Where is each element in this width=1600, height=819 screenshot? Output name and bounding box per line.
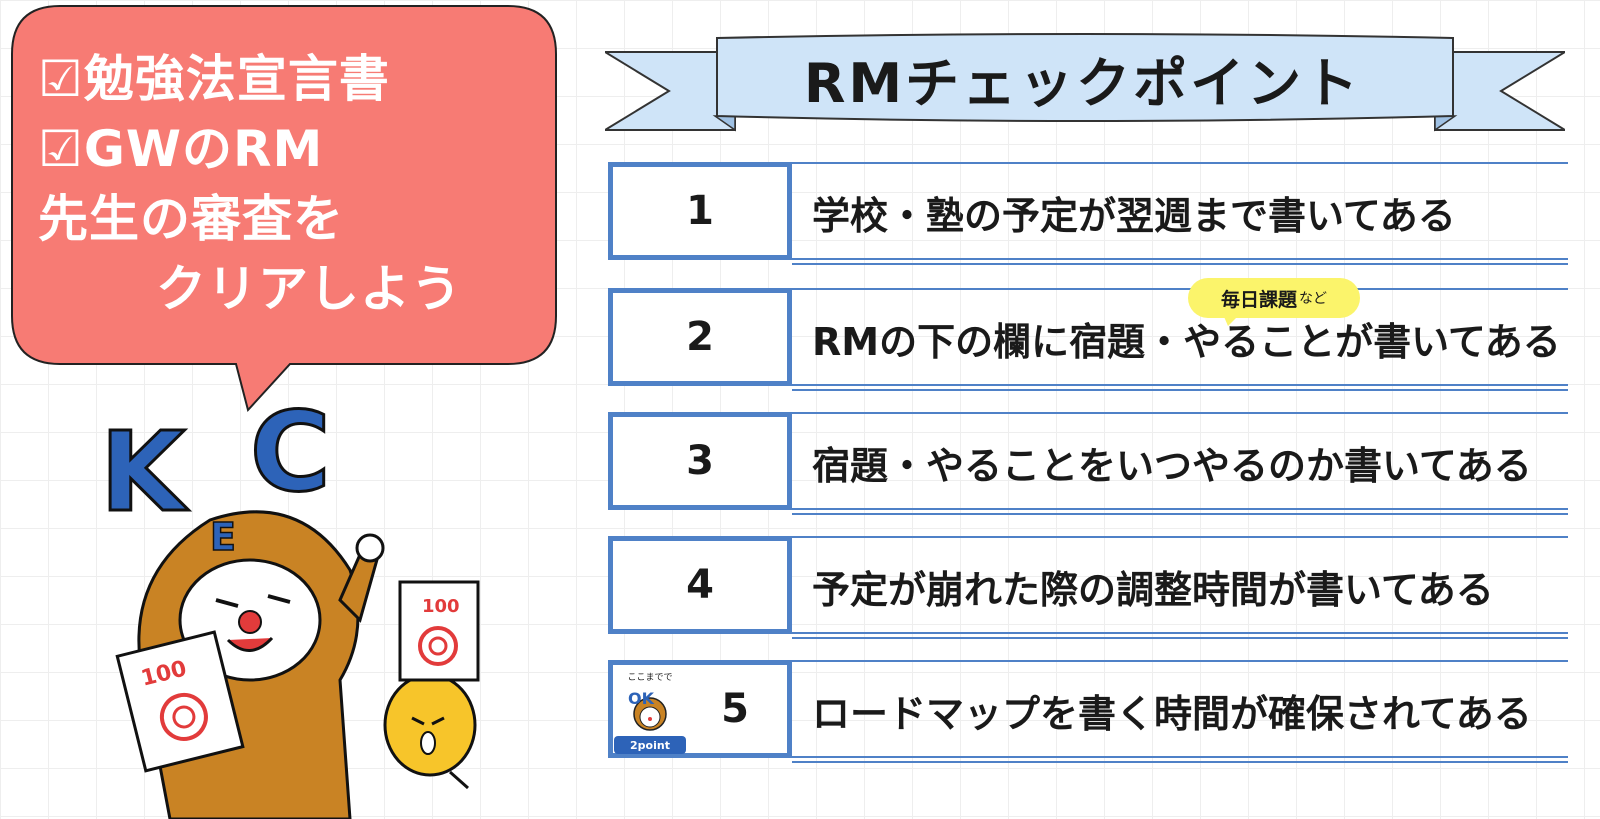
ok-badge-ok: OK <box>628 689 655 708</box>
row-number: 4 <box>608 536 792 634</box>
ok-badge-icon: 2point OK <box>614 689 686 754</box>
note-tag: 毎日課題など <box>1188 278 1360 318</box>
speech-bubble-shape <box>11 5 557 413</box>
row-text: 予定が崩れた際の調整時間が書いてある <box>812 567 1494 612</box>
paper-score-right: 100 <box>422 596 460 617</box>
checklist-row-3: 3 宿題・やることをいつやるのか書いてある <box>608 412 1568 515</box>
bubble-message: ☑勉強法宣言書 ☑GWのRM 先生の審査を クリアしよう <box>38 44 558 324</box>
row-number: 2 <box>608 288 792 386</box>
note-tag-suffix: など <box>1299 291 1327 307</box>
row-number: 1 <box>608 162 792 260</box>
bubble-line-1: ☑勉強法宣言書 <box>38 50 390 108</box>
ok-badge-caption: ここまでで <box>627 673 673 683</box>
row-text: RMの下の欄に宿題・やることが書いてある <box>812 319 1561 364</box>
row-text: 学校・塾の予定が翌週まで書いてある <box>812 193 1456 238</box>
bubble-line-2: ☑GWのRM <box>38 120 324 178</box>
checklist-row-2: 2 RMの下の欄に宿題・やることが書いてある <box>608 288 1568 391</box>
mascot-illustration: K C E 100 100 <box>100 400 480 819</box>
antler-letter-k: K <box>100 408 189 536</box>
checklist-row-4: 4 予定が崩れた際の調整時間が書いてある <box>608 536 1568 639</box>
bubble-line-4: クリアしよう <box>156 260 462 318</box>
note-tag-main: 毎日課題 <box>1220 288 1297 311</box>
checklist-row-5: 5 ロードマップを書く時間が確保されてある <box>608 660 1568 763</box>
antler-letter-c: C <box>250 400 331 516</box>
bubble-line-3: 先生の審査を <box>38 190 344 248</box>
row-text: ロードマップを書く時間が確保されてある <box>812 691 1532 736</box>
note-tag-tail <box>1222 312 1242 326</box>
speech-bubble: ☑勉強法宣言書 ☑GWのRM 先生の審査を クリアしよう <box>0 0 580 420</box>
ok-badge: ここまでで 2point OK <box>614 670 686 754</box>
checklist-row-1: 1 学校・塾の予定が翌週まで書いてある <box>608 162 1568 265</box>
row-number: 3 <box>608 412 792 510</box>
title-ribbon <box>605 33 1565 132</box>
page-title: RMチェックポイント <box>803 51 1362 115</box>
row-text: 宿題・やることをいつやるのか書いてある <box>812 443 1532 488</box>
hood-letter-e: E <box>210 515 236 559</box>
ok-badge-points: 2point <box>630 739 670 752</box>
